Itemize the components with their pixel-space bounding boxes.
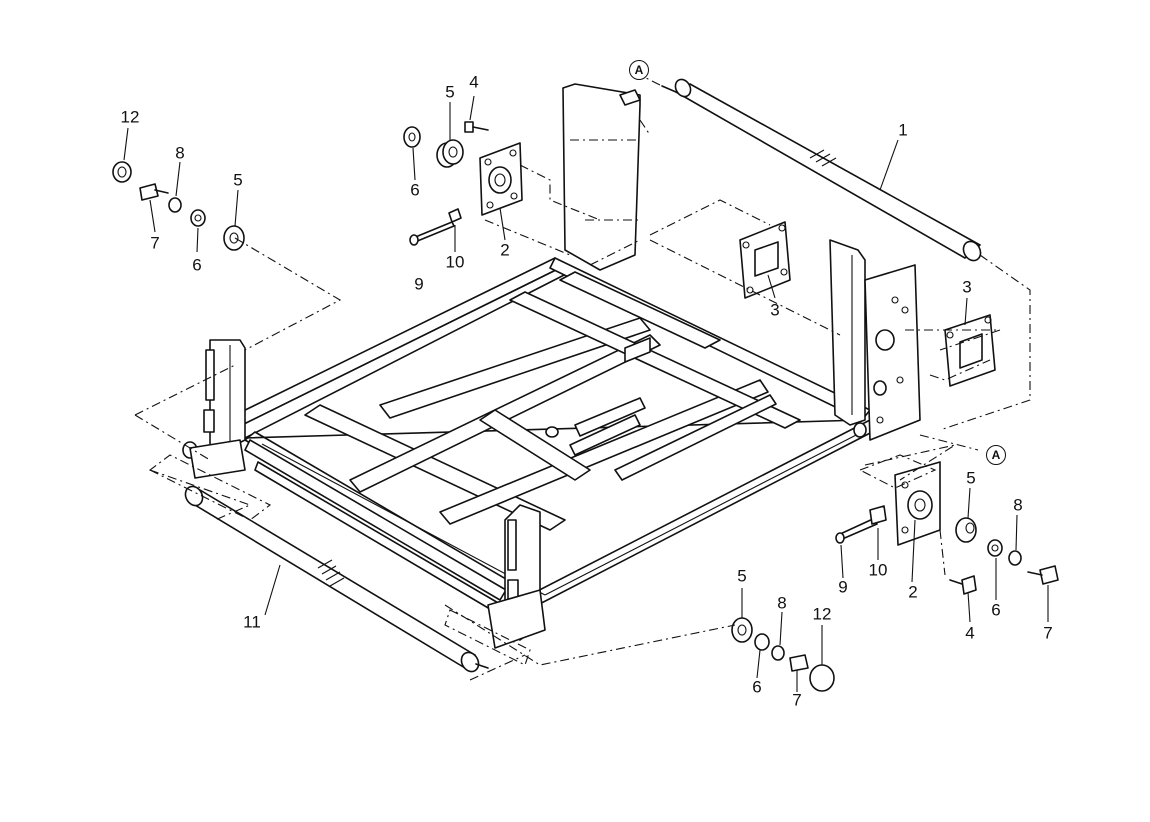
label-8-lower-right: 8 <box>1013 495 1023 515</box>
label-5-upper-left: 5 <box>233 170 243 190</box>
label-4-lower: 4 <box>965 623 975 643</box>
label-1: 1 <box>898 120 908 140</box>
parts-upper-left <box>112 161 245 251</box>
label-10-upper: 10 <box>445 252 465 272</box>
label-4-upper: 4 <box>469 72 479 92</box>
left-rear-post <box>182 339 246 479</box>
assembly-centerlines <box>134 74 1031 681</box>
bearing-plate-2-upper <box>479 142 523 216</box>
label-5-lower-right: 5 <box>966 468 976 488</box>
reference-a-top-text: A <box>634 63 644 77</box>
label-9-lower: 9 <box>838 577 848 597</box>
label-11: 11 <box>243 612 261 632</box>
label-6-lower-center: 6 <box>752 677 762 697</box>
label-5-lower-center: 5 <box>737 566 747 586</box>
label-10-lower: 10 <box>868 560 888 580</box>
parts-lower-center <box>731 617 835 692</box>
main-frame <box>234 257 877 613</box>
label-7-upper-left: 7 <box>150 233 160 253</box>
label-8-lower-center: 8 <box>777 593 787 613</box>
label-6-lower-right: 6 <box>991 600 1001 620</box>
label-2-lower: 2 <box>908 582 918 602</box>
label-9-upper: 9 <box>414 274 424 294</box>
bearing-plate-2-lower <box>894 461 941 546</box>
parts-lower-right <box>835 505 1059 595</box>
label-7-lower-right: 7 <box>1043 623 1053 643</box>
upper-rear-panel <box>562 83 651 271</box>
label-12-upper: 12 <box>120 107 140 127</box>
label-3-left: 3 <box>770 300 780 320</box>
parts-upper-center <box>403 121 489 246</box>
label-8-upper-left: 8 <box>175 143 185 163</box>
label-6-upper-left: 6 <box>192 255 202 275</box>
roller-11 <box>184 485 489 673</box>
bracket-3-left <box>739 221 791 299</box>
leader-lines <box>123 95 1049 692</box>
reference-a-top: A <box>629 60 649 80</box>
reference-a-right-text: A <box>991 448 1001 462</box>
right-rear-post <box>829 239 921 441</box>
label-12-lower: 12 <box>812 604 832 624</box>
label-6-upper-center: 6 <box>410 180 420 200</box>
label-2-upper: 2 <box>500 240 510 260</box>
label-3-right: 3 <box>962 277 972 297</box>
bracket-3-right <box>944 314 996 387</box>
front-post <box>487 504 546 649</box>
label-5-upper-center: 5 <box>445 82 455 102</box>
reference-a-right: A <box>986 445 1006 465</box>
label-7-lower-center: 7 <box>792 690 802 710</box>
roller-1 <box>661 78 982 262</box>
